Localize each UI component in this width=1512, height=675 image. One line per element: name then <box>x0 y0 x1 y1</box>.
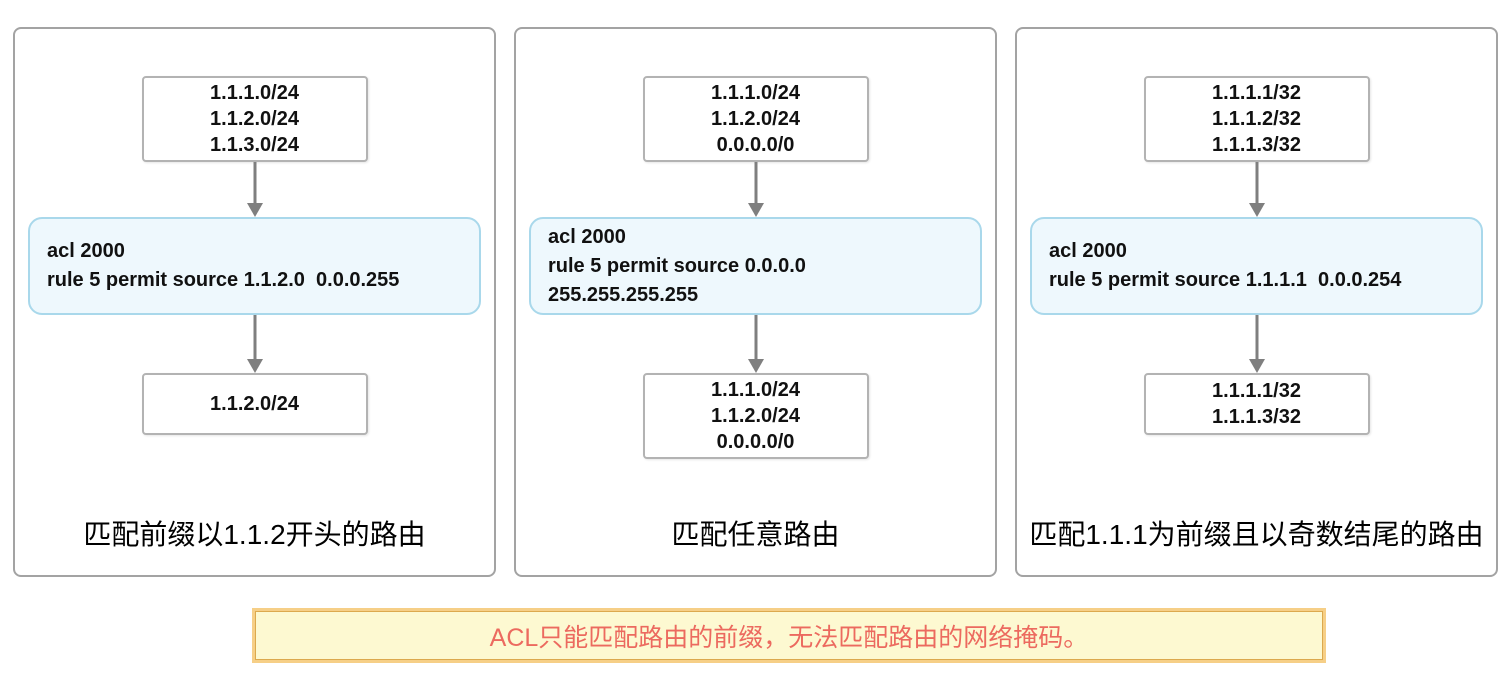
acl-rule-box: acl 2000 rule 5 permit source 1.1.2.0 0.… <box>28 217 481 315</box>
route-line: 1.1.1.0/24 <box>711 82 800 104</box>
output-routes-box: 1.1.1.1/32 1.1.1.3/32 <box>1143 373 1370 435</box>
panel-odd-match: 1.1.1.1/32 1.1.1.2/32 1.1.1.3/32 acl 200… <box>1015 27 1498 577</box>
route-line: 1.1.2.0/24 <box>711 405 800 427</box>
panel-caption: 匹配前缀以1.1.2开头的路由 <box>83 519 426 550</box>
acl-line: acl 2000 <box>1049 240 1127 262</box>
arrow-down-icon <box>747 315 764 373</box>
input-routes-box: 1.1.1.1/32 1.1.1.2/32 1.1.1.3/32 <box>1143 76 1370 162</box>
panel-match-any: 1.1.1.0/24 1.1.2.0/24 0.0.0.0/0 acl 2000… <box>514 27 997 577</box>
panel-prefix-match: 1.1.1.0/24 1.1.2.0/24 1.1.3.0/24 acl 200… <box>13 27 496 577</box>
panel-caption: 匹配1.1.1为前缀且以奇数结尾的路由 <box>1029 519 1484 550</box>
route-line: 1.1.1.3/32 <box>1212 406 1301 428</box>
note-text: ACL只能匹配路由的前缀，无法匹配路由的网络掩码。 <box>489 623 1089 652</box>
route-line: 1.1.3.0/24 <box>210 134 299 156</box>
route-line: 1.1.1.3/32 <box>1212 134 1301 156</box>
arrow-down-icon <box>246 162 263 217</box>
route-line: 1.1.2.0/24 <box>210 108 299 130</box>
arrow-down-icon <box>1248 162 1265 217</box>
route-line: 0.0.0.0/0 <box>716 134 795 156</box>
route-line: 1.1.1.0/24 <box>711 379 800 401</box>
acl-line: acl 2000 <box>548 225 626 248</box>
route-line: 1.1.1.2/32 <box>1212 108 1301 130</box>
output-routes-box: 1.1.1.0/24 1.1.2.0/24 0.0.0.0/0 <box>642 373 869 459</box>
acl-line: rule 5 permit source 1.1.2.0 0.0.0.255 <box>47 269 400 291</box>
route-line: 1.1.2.0/24 <box>711 108 800 130</box>
acl-line: rule 5 permit source 1.1.1.1 0.0.0.254 <box>1049 269 1402 291</box>
output-routes-box: 1.1.2.0/24 <box>141 373 368 435</box>
panels-row: 1.1.1.0/24 1.1.2.0/24 1.1.3.0/24 acl 200… <box>13 27 1498 577</box>
route-line: 1.1.1.0/24 <box>210 82 299 104</box>
route-line: 0.0.0.0/0 <box>716 431 795 453</box>
acl-line: acl 2000 <box>47 240 125 262</box>
note-banner: ACL只能匹配路由的前缀，无法匹配路由的网络掩码。 <box>252 608 1326 663</box>
input-routes-box: 1.1.1.0/24 1.1.2.0/24 0.0.0.0/0 <box>642 76 869 162</box>
input-routes-box: 1.1.1.0/24 1.1.2.0/24 1.1.3.0/24 <box>141 76 368 162</box>
route-line: 1.1.1.1/32 <box>1212 82 1301 104</box>
acl-rule-box: acl 2000 rule 5 permit source 0.0.0.0 25… <box>529 217 982 315</box>
route-line: 1.1.2.0/24 <box>210 393 299 415</box>
panel-caption: 匹配任意路由 <box>671 519 840 550</box>
arrow-down-icon <box>246 315 263 373</box>
acl-line: 255.255.255.255 <box>548 283 699 306</box>
arrow-down-icon <box>747 162 764 217</box>
arrow-down-icon <box>1248 315 1265 373</box>
acl-line: rule 5 permit source 0.0.0.0 <box>548 254 806 277</box>
route-line: 1.1.1.1/32 <box>1212 380 1301 402</box>
acl-rule-box: acl 2000 rule 5 permit source 1.1.1.1 0.… <box>1030 217 1483 315</box>
